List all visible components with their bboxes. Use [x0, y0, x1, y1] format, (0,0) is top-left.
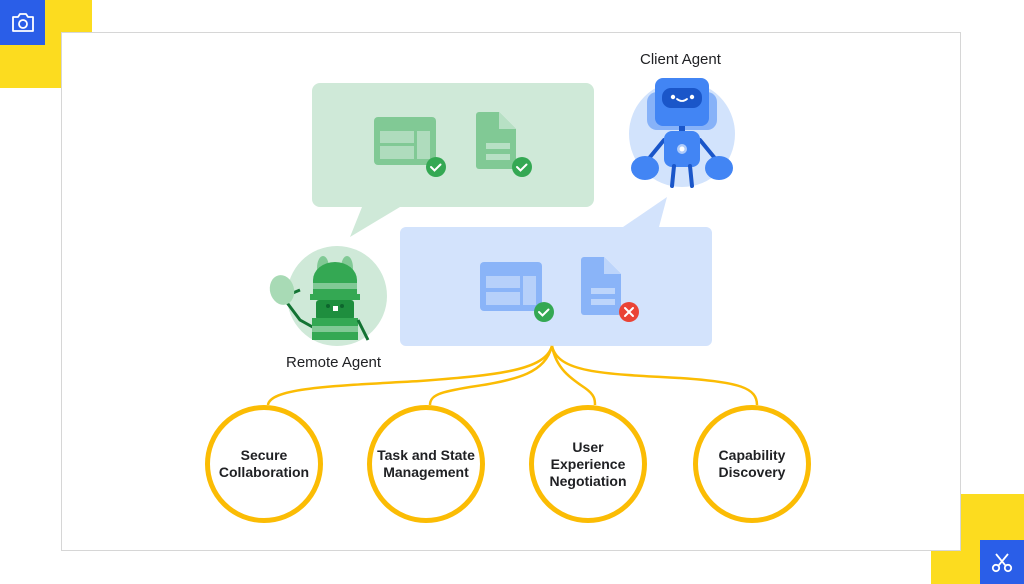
client-agent-label: Client Agent	[640, 51, 721, 68]
client-agent-avatar	[629, 78, 735, 188]
capability-label: User Experience Negotiation	[549, 438, 627, 489]
connector-secure-collaboration	[266, 345, 554, 406]
remote-agent-avatar	[269, 246, 387, 346]
screenshot-button[interactable]	[0, 0, 45, 45]
capability-secure-collaboration: Secure Collaboration	[205, 405, 323, 523]
remote-agent-bubble	[312, 83, 594, 237]
camera-icon	[11, 12, 34, 32]
connector-task-state	[428, 345, 554, 406]
crop-button[interactable]	[980, 540, 1024, 584]
table-icon	[480, 262, 542, 311]
document-icon	[581, 257, 621, 315]
check-badge-icon	[426, 157, 446, 177]
connector-ux-negotiation	[550, 345, 597, 406]
capability-task-state-management: Task and State Management	[367, 405, 485, 523]
document-icon	[476, 112, 516, 169]
scissors-icon	[991, 553, 1013, 573]
capability-label: Secure Collaboration	[218, 447, 310, 480]
capability-label: Capability Discovery	[718, 447, 786, 480]
capability-label: Task and State Management	[377, 447, 475, 480]
capability-discovery: Capability Discovery	[693, 405, 811, 523]
check-badge-icon	[512, 157, 532, 177]
check-badge-icon	[534, 302, 554, 322]
remote-agent-label: Remote Agent	[286, 354, 382, 371]
capability-ux-negotiation: User Experience Negotiation	[529, 405, 647, 523]
table-icon	[374, 117, 436, 165]
connector-lines	[266, 345, 759, 406]
error-badge-icon	[619, 302, 639, 322]
client-agent-bubble	[400, 197, 712, 346]
connector-capability-discovery	[550, 345, 759, 406]
